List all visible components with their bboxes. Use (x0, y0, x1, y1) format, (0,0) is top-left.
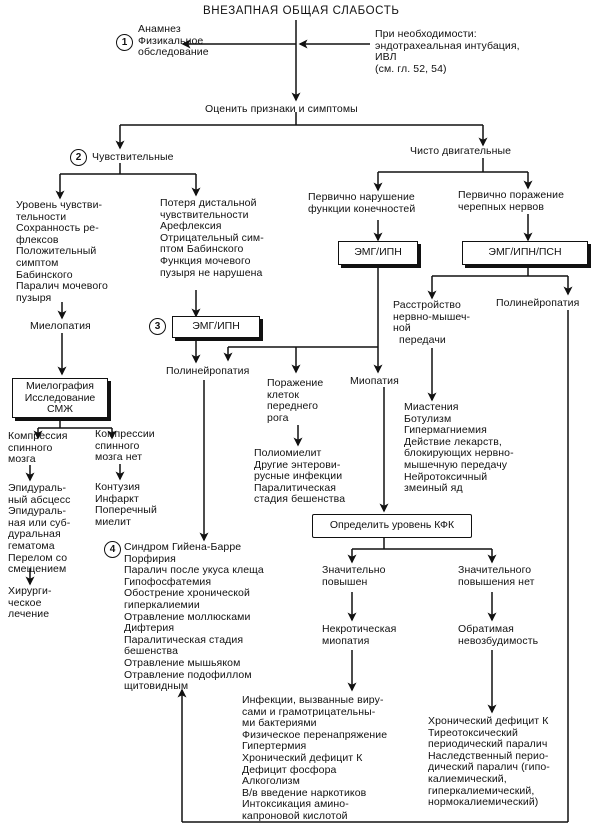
polio-node: Полиомиелит Другие энтерови- русные инфе… (254, 447, 346, 506)
nmj-list-node: Миастения Ботулизм Гипермагниемия Действ… (404, 401, 514, 495)
emg-ipn-box-right: ЭМГ/ИПН (338, 241, 418, 265)
myelography-box: Миелография Исследование СМЖ (12, 378, 108, 418)
chart-title: ВНЕЗАПНАЯ ОБЩАЯ СЛАБОСТЬ (203, 5, 400, 17)
sensory-level-node: Уровень чувстви- тельности Сохранность р… (16, 199, 108, 304)
anamnesis-node: Анамнез Физикальное обследование (138, 23, 209, 59)
horn-cells-node: Поражение клеток переднего рога (267, 377, 324, 424)
myopathy-node: Миопатия (350, 375, 399, 387)
infections-list-node: Инфекции, вызванные виру- сами и грамотр… (242, 694, 388, 822)
step-badge-1: 1 (116, 34, 133, 51)
surgery-node: Хирурги- ческое лечение (8, 585, 52, 621)
sensory-node: Чувствительные (92, 151, 174, 163)
step-badge-3: 3 (149, 318, 166, 335)
if-needed-note: При необходимости: эндотрахеальная интуб… (375, 28, 520, 75)
polyneuropathy-mid-node: Полинейропатия (166, 365, 250, 377)
cranial-primary-node: Первично поражение черепных нервов (458, 189, 565, 213)
assess-node: Оценить признаки и симптомы (205, 103, 358, 115)
step-badge-4: 4 (104, 541, 121, 558)
ck-not-high-node: Значительного повышения нет (458, 564, 535, 588)
step-badge-2: 2 (70, 149, 87, 166)
limb-primary-node: Первично нарушение функции конечностей (308, 191, 416, 215)
emg-ipn-box-left: ЭМГ/ИПН (172, 316, 260, 338)
contusion-node: Контузия Инфаркт Поперечный миелит (95, 481, 157, 528)
compression-no-node: Компрессии спинного мозга нет (95, 428, 155, 464)
distal-loss-node: Потеря дистальной чувствительности Арефл… (160, 197, 264, 279)
necrotic-myopathy-node: Некротическая миопатия (322, 623, 397, 647)
polyneuropathy-right-node: Полинейропатия (496, 297, 580, 309)
nmj-disorder-node: Расстройство нервно-мышеч- ной передачи (393, 299, 471, 346)
periodic-list-node: Хронический дефицит К Тиреотоксический п… (428, 715, 550, 809)
gbs-list-node: Синдром Гийена-Барре Порфирия Паралич по… (124, 541, 264, 693)
epidural-node: Эпидураль- ный абсцесс Эпидураль- ная ил… (8, 482, 71, 576)
myelopathy-node: Миелопатия (30, 320, 91, 332)
reversible-node: Обратимая невозбудимость (458, 623, 539, 647)
emg-ipn-psn-box: ЭМГ/ИПН/ПСН (462, 241, 588, 265)
ck-high-node: Значительно повышен (322, 564, 386, 588)
ck-level-box: Определить уровень КФК (312, 514, 472, 538)
motor-only-node: Чисто двигательные (410, 145, 512, 157)
compression-yes-node: Компрессия спинного мозга (8, 430, 68, 466)
